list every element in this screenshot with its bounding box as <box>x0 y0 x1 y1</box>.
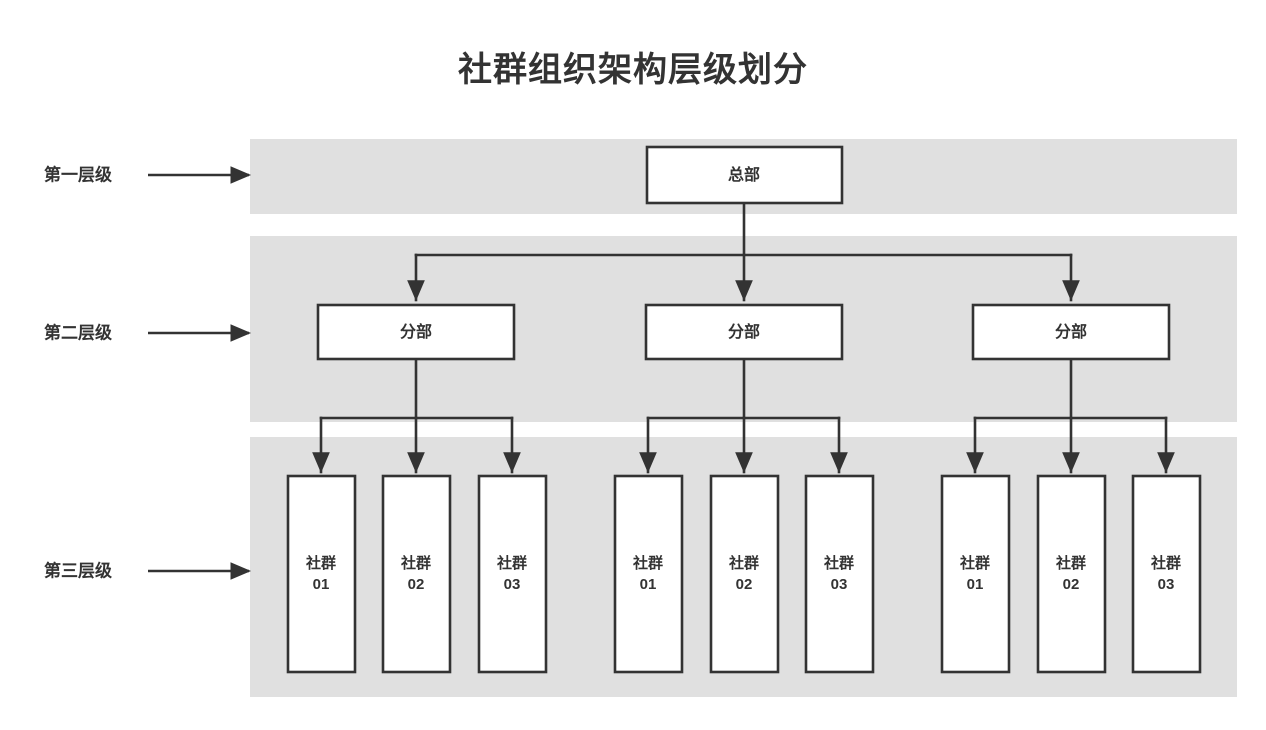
node-headquarters[interactable]: 总部 <box>645 145 844 205</box>
node-community-2-2-label-line2: 02 <box>736 576 753 593</box>
node-community-3-3[interactable]: 社群 03 <box>1131 474 1202 674</box>
node-branch-1-label: 分部 <box>400 322 432 341</box>
node-branch-3[interactable]: 分部 <box>971 303 1171 361</box>
node-community-1-2[interactable]: 社群 02 <box>381 474 452 674</box>
node-community-1-2-label-line2: 02 <box>408 576 425 593</box>
node-community-1-1-label-line1: 社群 <box>305 554 336 572</box>
node-community-2-1[interactable]: 社群 01 <box>613 474 684 674</box>
tier-label-3: 第三层级 <box>44 560 112 580</box>
node-community-1-1[interactable]: 社群 01 <box>286 474 357 674</box>
node-community-1-3[interactable]: 社群 03 <box>477 474 548 674</box>
node-community-1-3-label-line1: 社群 <box>496 554 527 572</box>
node-community-3-3-label-line2: 03 <box>1158 576 1175 593</box>
node-community-2-2[interactable]: 社群 02 <box>709 474 780 674</box>
node-community-3-3-label-line1: 社群 <box>1150 554 1181 572</box>
node-community-1-1-label-line2: 01 <box>313 576 330 593</box>
node-community-3-1-label-line1: 社群 <box>959 554 990 572</box>
tier-label-1: 第一层级 <box>44 164 112 184</box>
page-title: 社群组织架构层级划分 <box>458 51 808 89</box>
node-community-3-2[interactable]: 社群 02 <box>1036 474 1107 674</box>
node-community-2-3-label-line1: 社群 <box>823 554 854 572</box>
node-community-2-3[interactable]: 社群 03 <box>804 474 875 674</box>
node-community-2-2-label-line1: 社群 <box>728 554 759 572</box>
node-community-1-3-label-line2: 03 <box>504 576 521 593</box>
node-community-3-1-label-line2: 01 <box>967 576 984 593</box>
node-community-3-2-label-line2: 02 <box>1063 576 1080 593</box>
node-branch-2-label: 分部 <box>728 322 760 341</box>
tier-label-2: 第二层级 <box>44 322 112 342</box>
node-community-2-1-label-line2: 01 <box>640 576 657 593</box>
node-branch-1[interactable]: 分部 <box>316 303 516 361</box>
node-community-2-3-label-line2: 03 <box>831 576 848 593</box>
node-community-1-2-label-line1: 社群 <box>400 554 431 572</box>
node-branch-3-label: 分部 <box>1055 322 1087 341</box>
node-branch-2[interactable]: 分部 <box>644 303 844 361</box>
node-headquarters-label: 总部 <box>728 165 760 184</box>
node-community-2-1-label-line1: 社群 <box>632 554 663 572</box>
node-community-3-2-label-line1: 社群 <box>1055 554 1086 572</box>
node-community-3-1[interactable]: 社群 01 <box>940 474 1011 674</box>
